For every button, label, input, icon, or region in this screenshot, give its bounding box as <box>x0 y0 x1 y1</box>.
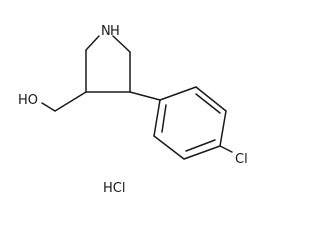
chlorophenyl-ring <box>153 86 227 160</box>
chlorine-label: Cl <box>235 152 248 167</box>
hydroxyl-label: HO <box>18 93 38 108</box>
ring-bond-2 <box>195 86 227 112</box>
ring-bond-4 <box>183 145 221 160</box>
pyrrolidine-ring <box>85 35 131 93</box>
ring-double-bond-2 <box>185 139 216 152</box>
ring-bond-6 <box>153 99 161 137</box>
bond-c3-ch2 <box>54 91 87 112</box>
bond-aryl-cl <box>219 145 233 153</box>
bond-n-c2 <box>85 35 100 51</box>
bond-ch2-o <box>41 102 56 112</box>
nitrogen-hydrogen-label: H <box>110 24 120 39</box>
hydroxymethyl-group <box>41 91 87 112</box>
ring-bond-3 <box>219 110 227 147</box>
chemical-structure: N H HO Cl HCl <box>18 24 248 196</box>
ring-bond-1 <box>159 86 197 101</box>
nitrogen-label: N <box>101 24 111 39</box>
salt-label: HCl <box>103 181 125 196</box>
ring-double-bond-1 <box>195 93 221 114</box>
bond-c4-aryl <box>129 91 161 101</box>
ring-bond-5 <box>153 135 185 160</box>
bond-c5-n <box>112 35 131 53</box>
ring-double-bond-3 <box>161 104 167 133</box>
